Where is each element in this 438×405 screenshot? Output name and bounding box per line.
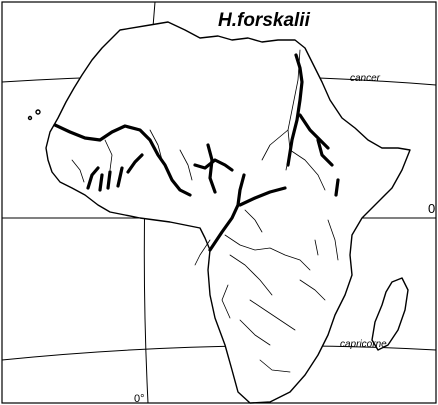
map-title: H.forskalii	[218, 10, 311, 31]
island	[35, 109, 41, 115]
label-capricorne: capricorne	[340, 339, 387, 350]
madagascar-outline	[371, 277, 409, 351]
distribution-white-nile	[298, 113, 330, 150]
label-meridian: 0°	[134, 393, 145, 405]
distribution-niger	[53, 123, 192, 197]
distribution-senegal	[86, 166, 124, 192]
distribution-sudan	[316, 138, 334, 167]
island	[27, 115, 33, 121]
river-network	[71, 49, 339, 373]
distribution-congo	[208, 173, 246, 252]
distribution-chad	[206, 143, 217, 194]
label-equator: 0	[428, 201, 435, 216]
distribution-upper-niger	[126, 153, 144, 174]
distribution-nile	[286, 53, 304, 167]
distribution-benue	[193, 158, 234, 172]
species-distribution	[53, 53, 340, 252]
distribution-east-patch	[334, 178, 340, 197]
africa-coastline	[45, 21, 411, 404]
distribution-ubangi	[238, 186, 287, 207]
label-cancer: cancer	[350, 73, 381, 84]
